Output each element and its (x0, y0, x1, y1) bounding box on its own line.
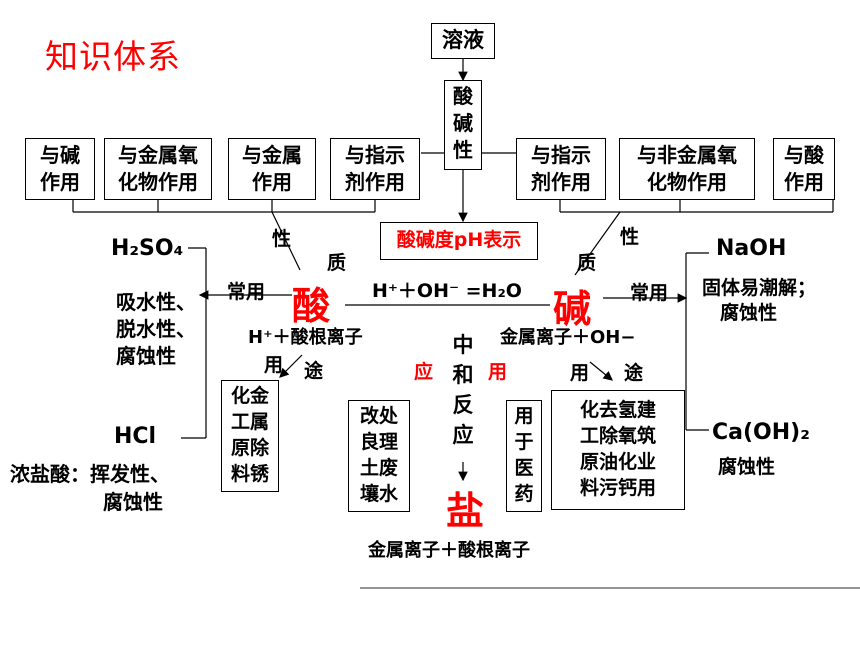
naoh-prop: 固体易潮解； (702, 277, 817, 299)
hcl-prop: 腐蚀性 (103, 490, 163, 514)
acid-prop-with-metal-oxide: 与金属氧 化物作用 (104, 138, 212, 200)
h2so4-prop: 腐蚀性 (116, 344, 176, 368)
base-use-box: 化去氢建 工除氧筑 原油化业 料污钙用 (551, 390, 685, 510)
label-zhi-right: 质 (577, 252, 597, 274)
label-xing-right: 性 (620, 226, 640, 248)
salt-ion-composition: 金属离子＋酸根离子 (368, 540, 530, 561)
neutralization-equation: H⁺＋OH⁻ =H₂O (372, 280, 522, 302)
acid-usage-yong: 用 (264, 354, 284, 376)
label-ying: 应 (414, 361, 434, 383)
base-ion-composition: 金属离子＋OH− (500, 327, 636, 348)
medicine-box: 用 于 医 药 (506, 400, 542, 512)
neutralization-text: 中 和 反 应 (452, 333, 474, 447)
acid-prop-with-indicator: 与指示 剂作用 (330, 138, 420, 200)
base-prop-with-indicator: 与指示 剂作用 (516, 138, 606, 200)
acid-prop-with-metal: 与金属 作用 (228, 138, 316, 200)
solution-box: 溶液 (431, 23, 495, 59)
label-zhi-left: 质 (327, 252, 347, 274)
base-prop-with-nonmetal-oxide: 与非金属氧 化物作用 (619, 138, 755, 200)
naoh-prop: 腐蚀性 (720, 302, 778, 324)
center-char: 碱 (453, 111, 473, 135)
soil-improvement-box: 改处 良理 土废 壤水 (348, 400, 410, 512)
caoh2-label: Ca(OH)₂ (712, 420, 810, 445)
acid-use-box: 化金 工属 原除 料锈 (221, 380, 279, 492)
h2so4-prop: 吸水性、 (116, 290, 196, 314)
base-usage-tu: 途 (624, 362, 644, 384)
salt-heading: 盐 (446, 489, 485, 533)
acid-ion-composition: H⁺＋酸根离子 (248, 327, 363, 348)
h2so4-prop: 脱水性、 (116, 317, 196, 341)
acid-heading: 酸 (292, 284, 331, 328)
acid-base-property-box: 酸 碱 性 (444, 80, 482, 170)
ph-box: 酸碱度pH表示 (380, 222, 538, 260)
acid-usage-tu: 途 (304, 360, 324, 382)
naoh-label: NaOH (716, 236, 787, 261)
label-xing-left: 性 (272, 228, 292, 250)
hcl-prop: 浓盐酸：挥发性、 (10, 462, 170, 486)
hcl-label: HCl (114, 424, 157, 449)
base-heading: 碱 (553, 287, 592, 331)
base-prop-with-acid: 与酸 作用 (773, 138, 835, 200)
center-char: 酸 (453, 84, 473, 108)
label-yong: 用 (488, 361, 508, 383)
acid-prop-with-base: 与碱 作用 (25, 138, 95, 200)
base-usage-yong: 用 (570, 362, 590, 384)
center-char: 性 (453, 138, 473, 162)
page-title: 知识体系 (45, 37, 181, 76)
changyong-left: 常用 (227, 281, 266, 303)
changyong-right: 常用 (630, 282, 669, 304)
h2so4-label: H₂SO₄ (111, 236, 184, 261)
caoh2-prop: 腐蚀性 (718, 456, 776, 478)
